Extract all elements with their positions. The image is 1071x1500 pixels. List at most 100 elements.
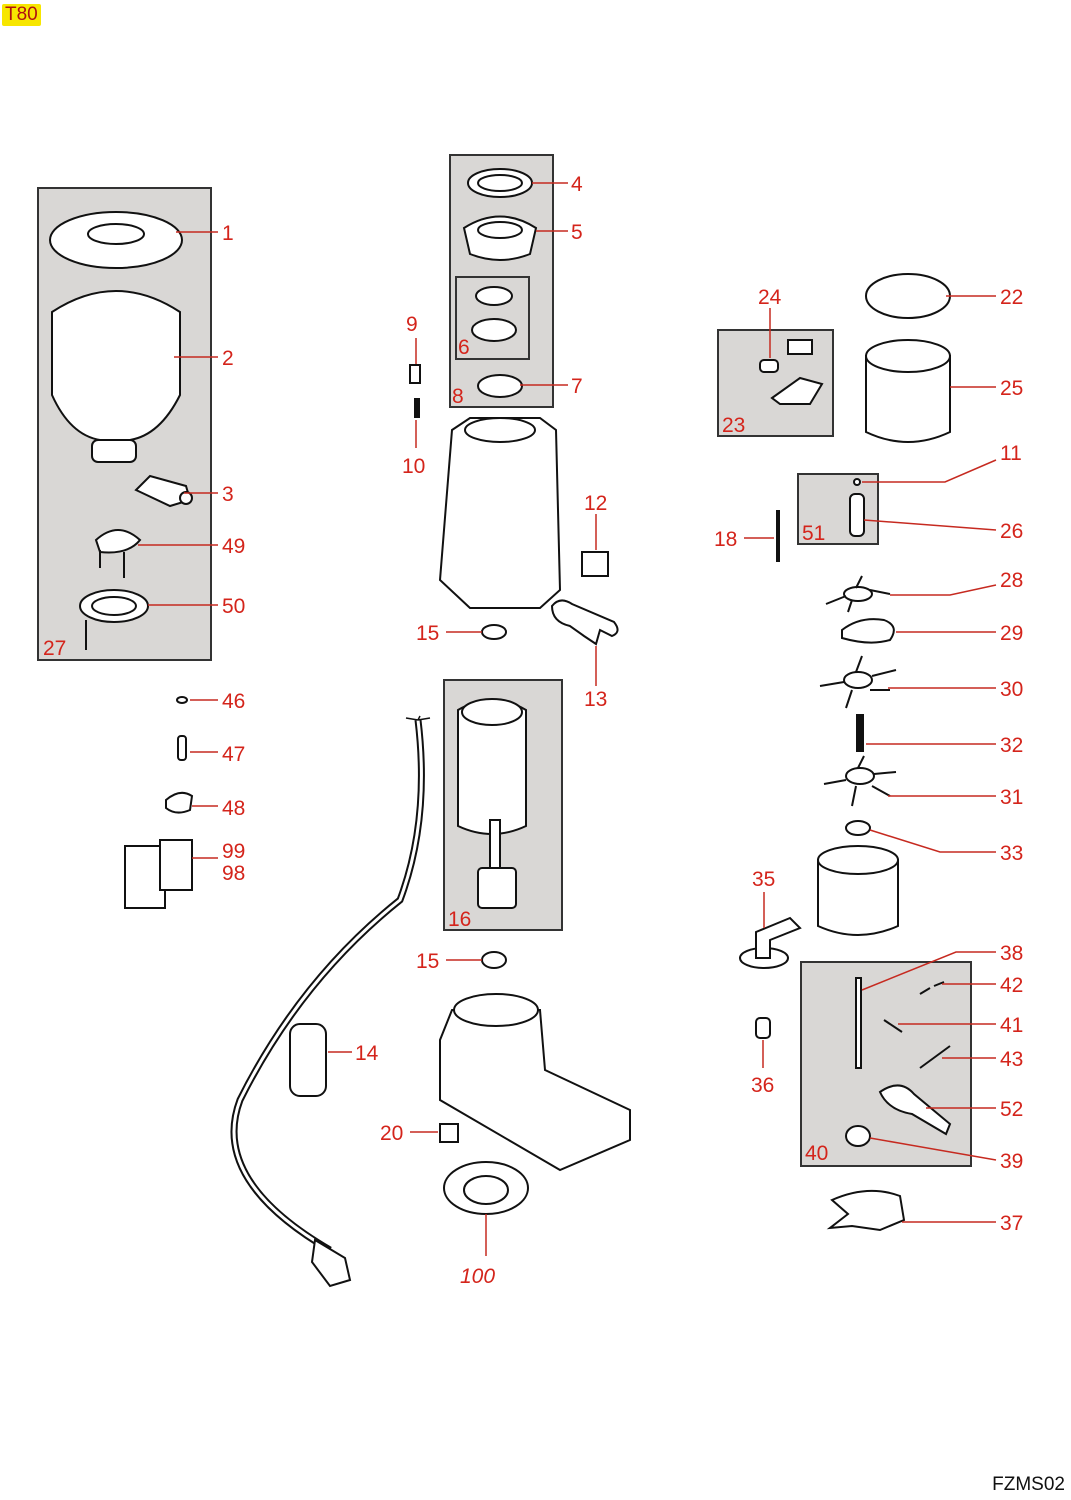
- part-31-star-wheel[interactable]: [823, 755, 897, 807]
- part-41-pin[interactable]: [883, 1019, 903, 1033]
- callout-22: 22: [1000, 286, 1023, 309]
- callout-43: 43: [1000, 1048, 1023, 1071]
- part-29-disc[interactable]: [841, 618, 895, 644]
- callout-52: 52: [1000, 1098, 1023, 1121]
- callout-15b: 15: [416, 950, 439, 973]
- callout-14: 14: [355, 1042, 379, 1065]
- part-26-plunger[interactable]: [849, 493, 865, 537]
- part-2-hopper-neck: [91, 439, 137, 463]
- callout-28: 28: [1000, 569, 1023, 592]
- grinder-body-housing[interactable]: [438, 417, 562, 609]
- callout-27: 27: [43, 637, 66, 660]
- cord-wire: [405, 717, 419, 721]
- leader-39: [869, 1137, 997, 1161]
- callout-50: 50: [222, 595, 245, 618]
- part-99-switch-body[interactable]: [124, 845, 166, 909]
- part-14-capacitor[interactable]: [289, 1023, 327, 1097]
- part-24-button[interactable]: [759, 359, 779, 373]
- part-38-shaft[interactable]: [855, 977, 862, 1069]
- part-42-pin[interactable]: [919, 981, 945, 995]
- callout-23: 23: [722, 414, 745, 437]
- part-36-nut[interactable]: [755, 1017, 771, 1039]
- part-15-bearing-lower[interactable]: [481, 951, 507, 969]
- grinder-base[interactable]: [439, 1009, 631, 1172]
- callout-20: 20: [380, 1122, 403, 1145]
- part-49-cap[interactable]: [94, 529, 142, 554]
- part-2-hopper[interactable]: [51, 290, 181, 441]
- callout-40: 40: [805, 1142, 828, 1165]
- part-30-star-wheel[interactable]: [819, 655, 897, 709]
- callout-98: 98: [222, 862, 245, 885]
- part-4-inner: [477, 174, 523, 192]
- part-20-connector[interactable]: [439, 1123, 459, 1143]
- part-3-knob: [179, 491, 193, 505]
- part-16-rotor[interactable]: [477, 867, 517, 909]
- part-39-knob[interactable]: [845, 1125, 871, 1147]
- callout-37: 37: [1000, 1212, 1023, 1235]
- part-100-center: [463, 1175, 509, 1205]
- power-cord[interactable]: [230, 719, 425, 1254]
- part-10-spring[interactable]: [414, 398, 420, 418]
- part-25-rim: [865, 339, 951, 373]
- part-7-burr-holder[interactable]: [477, 374, 523, 398]
- doser-chamber[interactable]: [817, 859, 899, 936]
- part-23-housing[interactable]: [770, 376, 824, 405]
- power-plug-icon[interactable]: [310, 1238, 352, 1288]
- callout-48: 48: [222, 797, 245, 820]
- callout-29: 29: [1000, 622, 1023, 645]
- leader-28: [890, 584, 997, 596]
- callout-30: 30: [1000, 678, 1023, 701]
- part-52-lever[interactable]: [878, 1084, 952, 1136]
- part-33-washer[interactable]: [845, 820, 871, 836]
- callout-2: 2: [222, 347, 234, 370]
- callout-5: 5: [571, 221, 583, 244]
- callout-1: 1: [222, 222, 234, 245]
- part-22-lid[interactable]: [865, 273, 951, 319]
- part-15-bearing-upper[interactable]: [481, 624, 507, 640]
- part-28-star-wheel[interactable]: [825, 575, 891, 613]
- part-43-spring[interactable]: [919, 1045, 951, 1069]
- part-48-clip[interactable]: [165, 791, 194, 814]
- part-5-inner: [477, 221, 523, 239]
- power-cord-inner: [232, 719, 423, 1252]
- callout-25: 25: [1000, 377, 1023, 400]
- group-box-40: [800, 961, 972, 1167]
- part-18-rod[interactable]: [776, 510, 780, 562]
- part-50-ring-inner: [91, 596, 137, 616]
- callout-99: 99: [222, 840, 245, 863]
- part-46-nut[interactable]: [176, 696, 188, 704]
- callout-100: 100: [460, 1265, 495, 1288]
- model-badge: T80: [2, 4, 41, 26]
- callout-8: 8: [452, 385, 464, 408]
- callout-10: 10: [402, 455, 425, 478]
- part-23-plate: [787, 339, 813, 355]
- leader-11: [862, 459, 997, 483]
- doser-chamber-rim: [817, 845, 899, 875]
- grinder-base-top: [453, 993, 539, 1027]
- callout-46: 46: [222, 690, 245, 713]
- callout-49: 49: [222, 535, 245, 558]
- part-6-upper-burr[interactable]: [475, 286, 513, 306]
- grinder-body-top-opening: [464, 417, 536, 443]
- part-12-switch[interactable]: [581, 551, 609, 577]
- part-98-switch-block[interactable]: [159, 839, 193, 891]
- drawing-code: FZMS02: [992, 1474, 1065, 1495]
- callout-13: 13: [584, 688, 607, 711]
- part-9-screw[interactable]: [409, 364, 421, 384]
- part-11-ball[interactable]: [853, 478, 861, 486]
- callout-39: 39: [1000, 1150, 1023, 1173]
- callout-4: 4: [571, 173, 583, 196]
- part-13-wrench[interactable]: [550, 599, 619, 646]
- callout-11: 11: [1000, 442, 1022, 465]
- leader-33: [869, 829, 996, 853]
- callout-16: 16: [448, 908, 471, 931]
- part-32-spring[interactable]: [856, 714, 864, 752]
- part-6-lower-burr[interactable]: [471, 318, 517, 342]
- part-47-pin[interactable]: [177, 735, 187, 761]
- callout-51: 51: [802, 522, 825, 545]
- part-35-lever[interactable]: [755, 916, 802, 959]
- callout-36: 36: [751, 1074, 774, 1097]
- part-37-plate[interactable]: [826, 1189, 906, 1232]
- part-25-container[interactable]: [865, 355, 951, 443]
